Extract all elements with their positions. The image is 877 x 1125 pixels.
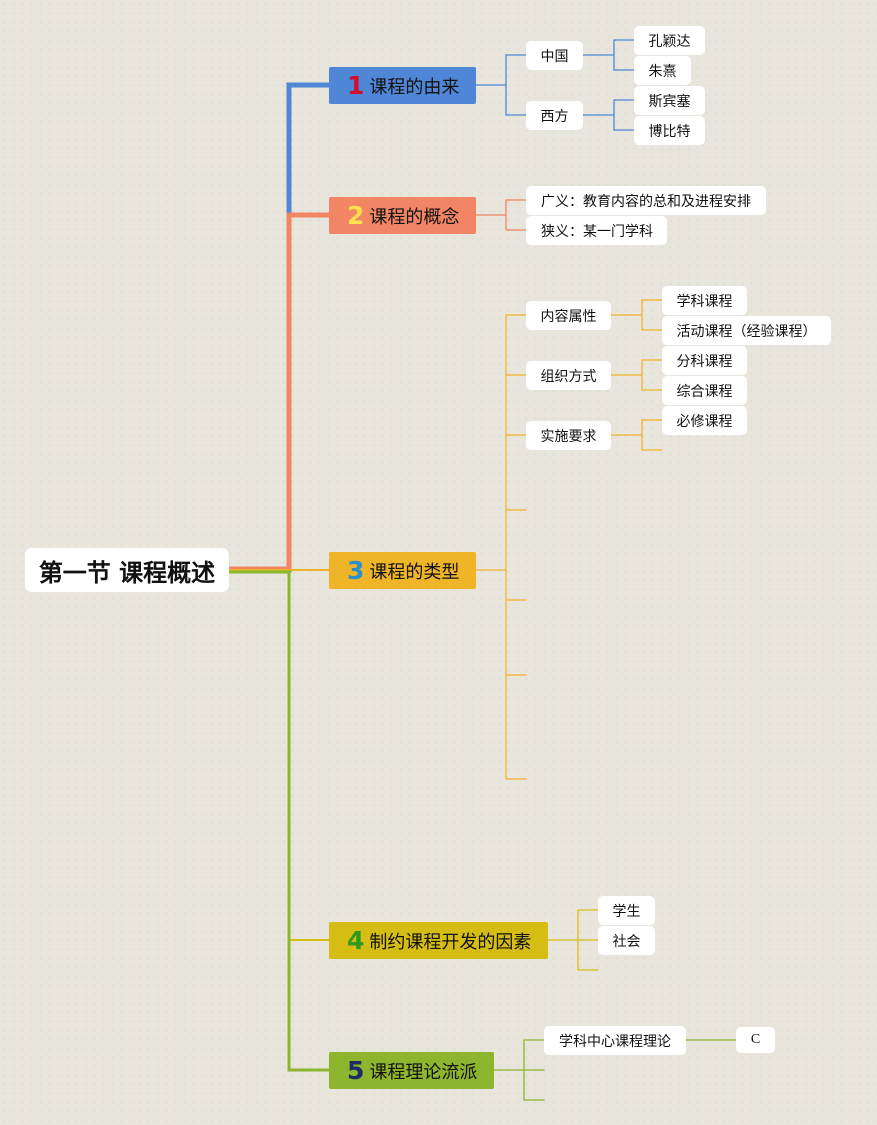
branch-5-label: 课程理论流派 bbox=[369, 1061, 478, 1083]
connector-root-b1 bbox=[226, 82, 332, 573]
topic-broad-definition[interactable]: 广义：教育内容的总和及进程安排 bbox=[526, 186, 766, 215]
connector-root-b2 bbox=[226, 212, 332, 572]
topic-organization-mode[interactable]: 组织方式 bbox=[526, 361, 611, 390]
connector-b2-children bbox=[475, 199, 527, 231]
branch-5[interactable]: 5 课程理论流派 bbox=[329, 1052, 494, 1089]
connector-b1-children bbox=[475, 54, 527, 116]
branch-4[interactable]: 4 制约课程开发的因素 bbox=[329, 922, 548, 959]
connector-china-children bbox=[582, 39, 635, 71]
topic-students[interactable]: 学生 bbox=[598, 896, 655, 925]
topic-spencer[interactable]: 斯宾塞 bbox=[634, 86, 705, 115]
branch-4-label: 制约课程开发的因素 bbox=[369, 931, 532, 953]
connector-b5-children bbox=[493, 1039, 545, 1101]
topic-bobbitt[interactable]: 博比特 bbox=[634, 116, 705, 145]
topic-china[interactable]: 中国 bbox=[526, 41, 583, 70]
topic-activity-curriculum[interactable]: 活动课程（经验课程） bbox=[662, 316, 831, 345]
connector-b4-children bbox=[547, 909, 599, 971]
topic-narrow-definition[interactable]: 狭义：某一门学科 bbox=[526, 216, 667, 245]
branch-1[interactable]: 1 课程的由来 bbox=[329, 67, 476, 104]
branch-3-number: 3 bbox=[347, 556, 365, 585]
branch-1-label: 课程的由来 bbox=[369, 76, 460, 98]
branch-2[interactable]: 2 课程的概念 bbox=[329, 197, 476, 234]
connector-root-b5 bbox=[227, 570, 331, 1072]
branch-5-number: 5 bbox=[347, 1056, 365, 1085]
topic-subject-curriculum[interactable]: 学科课程 bbox=[662, 286, 747, 315]
connector-content-children bbox=[610, 299, 663, 331]
branch-4-number: 4 bbox=[347, 926, 365, 955]
topic-society[interactable]: 社会 bbox=[598, 926, 655, 955]
topic-subject-centered-theory[interactable]: 学科中心课程理论 bbox=[544, 1026, 686, 1055]
connector-root-b4 bbox=[228, 570, 330, 941]
topic-content-attribute[interactable]: 内容属性 bbox=[526, 301, 611, 330]
branch-3[interactable]: 3 课程的类型 bbox=[329, 552, 476, 589]
topic-implementation-requirement[interactable]: 实施要求 bbox=[526, 421, 611, 450]
connector-b3-children bbox=[475, 314, 527, 780]
topic-kong-yingda[interactable]: 孔颖达 bbox=[634, 26, 705, 55]
topic-integrated-curriculum[interactable]: 综合课程 bbox=[662, 376, 747, 405]
topic-c[interactable]: C bbox=[736, 1027, 775, 1053]
topic-separate-subject-curriculum[interactable]: 分科课程 bbox=[662, 346, 747, 375]
branch-2-label: 课程的概念 bbox=[369, 206, 460, 228]
topic-zhu-xi[interactable]: 朱熹 bbox=[634, 56, 691, 85]
connector-org-children bbox=[610, 359, 663, 391]
branch-2-number: 2 bbox=[347, 201, 365, 230]
branch-1-number: 1 bbox=[347, 71, 365, 100]
branch-3-label: 课程的类型 bbox=[369, 561, 460, 583]
connector-west-children bbox=[582, 99, 635, 131]
root-topic[interactable]: 第一节 课程概述 bbox=[25, 548, 229, 592]
connector-impl-children bbox=[610, 419, 663, 451]
topic-compulsory-curriculum[interactable]: 必修课程 bbox=[662, 406, 747, 435]
topic-west[interactable]: 西方 bbox=[526, 101, 583, 130]
